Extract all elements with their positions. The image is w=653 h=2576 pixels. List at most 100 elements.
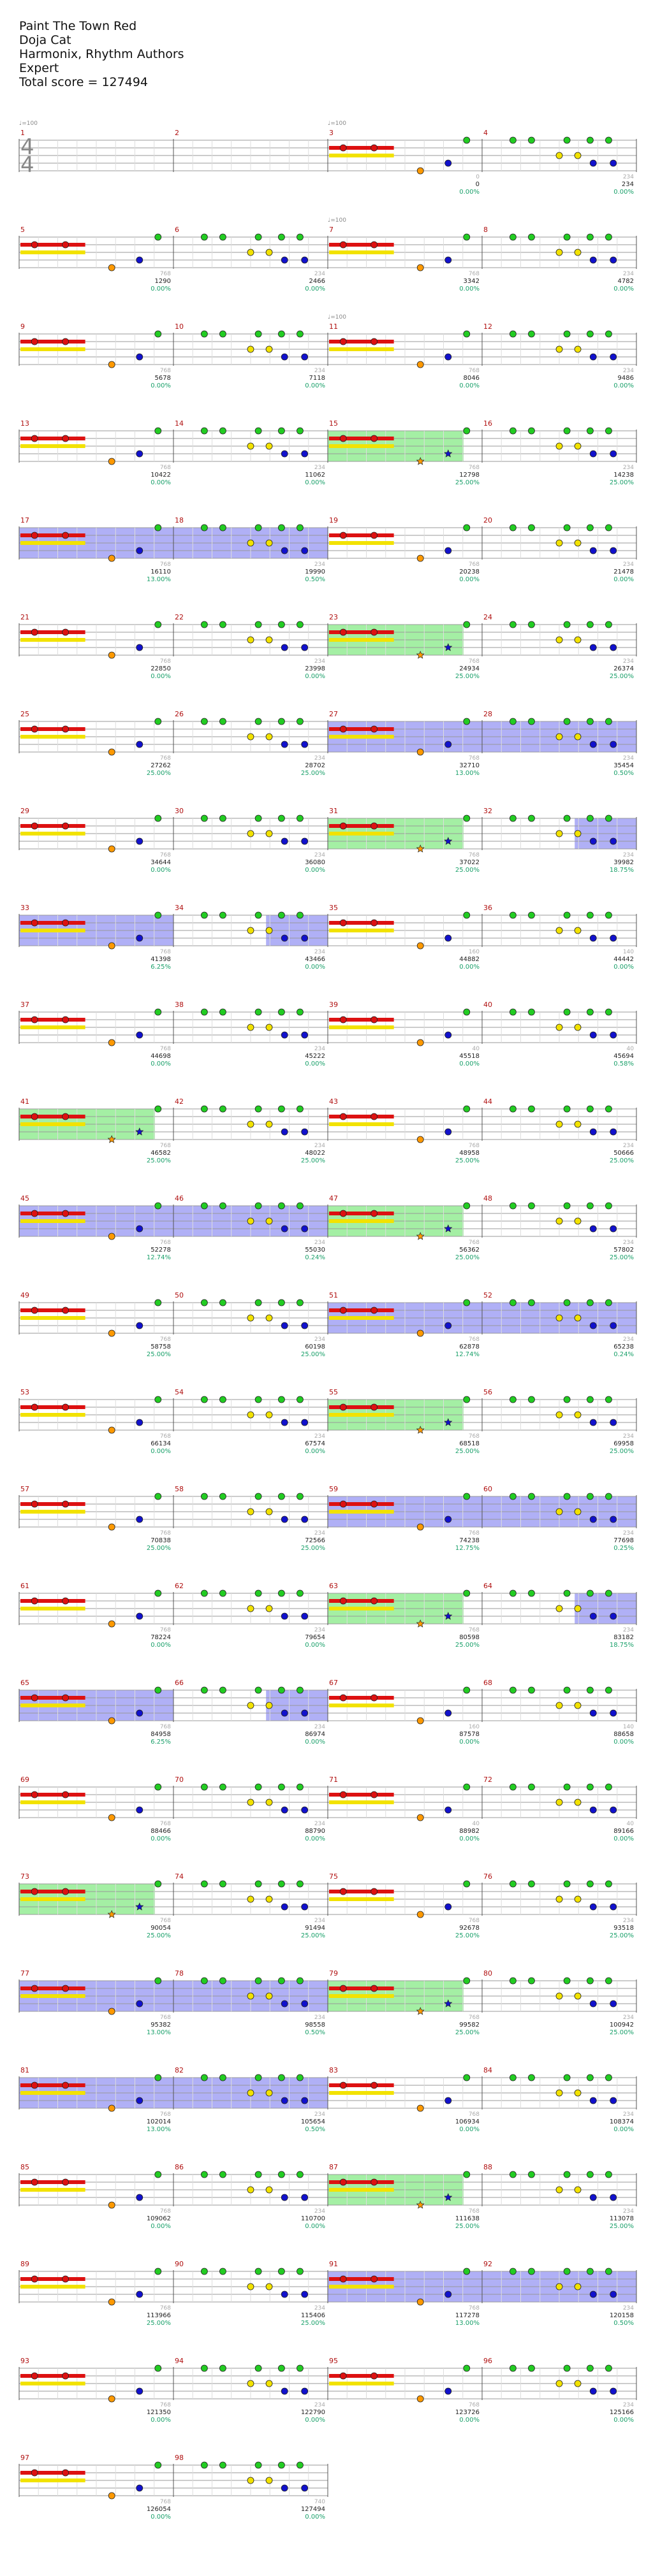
note-gem	[31, 1694, 38, 1702]
note-gem	[589, 1322, 597, 1329]
measure-tick: 768	[160, 1240, 171, 1246]
measure-tick: 768	[469, 465, 480, 471]
measure-tick: 234	[623, 561, 634, 568]
sustain-yellow	[20, 1025, 85, 1029]
note-gem	[463, 1396, 471, 1403]
measure-number: 37	[20, 1001, 29, 1009]
note-gem	[297, 718, 304, 725]
note-gem	[510, 524, 517, 532]
sustain-red	[329, 437, 394, 440]
measure-tick: 234	[314, 1724, 325, 1730]
measure-number: 23	[329, 613, 338, 621]
note-gem	[528, 427, 535, 435]
note-gem	[528, 2171, 535, 2178]
note-gem	[605, 136, 612, 144]
sustain-yellow	[329, 1316, 394, 1320]
note-gem	[610, 644, 617, 651]
note-gem	[31, 2275, 38, 2283]
sustain-red	[329, 630, 394, 634]
note-gem	[265, 1120, 273, 1128]
note-gem	[528, 2268, 535, 2275]
note-gem	[510, 1105, 517, 1113]
measure-tick: 234	[314, 2305, 325, 2312]
note-gem	[589, 1903, 597, 1911]
measure-tick: 234	[623, 1530, 634, 1537]
measure-tick: 234	[623, 658, 634, 665]
note-gem	[297, 1783, 304, 1791]
note-gem	[31, 1985, 38, 1992]
sustain-yellow	[329, 1994, 394, 1998]
note-gem	[463, 427, 471, 435]
measure-tick: 768	[160, 1433, 171, 1440]
note-gem	[108, 2104, 115, 2112]
note-gem	[62, 1016, 69, 1024]
note-gem	[610, 256, 617, 264]
note-gem	[587, 1783, 594, 1791]
note-gem	[277, 330, 285, 338]
measure-tick: 234	[314, 658, 325, 665]
note-gem	[301, 1612, 309, 1620]
note-gem	[510, 1202, 517, 1210]
note-gem	[510, 427, 517, 435]
note-gem	[574, 1411, 582, 1419]
measure-score: 44882	[459, 956, 480, 963]
measure-number: 30	[175, 807, 184, 815]
star-note	[416, 2201, 425, 2209]
note-gem	[154, 718, 162, 725]
note-gem	[281, 934, 288, 942]
note-gem	[574, 539, 582, 547]
note-gem	[563, 427, 571, 435]
measure-percent: 25.00%	[301, 1545, 325, 1552]
note-gem	[587, 718, 594, 725]
measure-number: 60	[483, 1485, 492, 1493]
measure-number: 56	[483, 1388, 492, 1396]
note-gem	[277, 1299, 285, 1306]
measure-score: 122790	[301, 2409, 325, 2416]
note-gem	[574, 2380, 582, 2387]
measure-score: 90054	[150, 1925, 171, 1932]
note-gem	[247, 1798, 254, 1806]
note-gem	[610, 1612, 617, 1620]
measure-tick: 768	[469, 2015, 480, 2021]
note-gem	[297, 1493, 304, 1500]
note-gem	[371, 1694, 378, 1702]
sustain-red	[329, 2083, 394, 2087]
note-gem	[154, 2461, 162, 2469]
note-gem	[605, 911, 612, 919]
measure-number: 11	[329, 322, 338, 331]
bpm-marker: ♩=100	[328, 217, 346, 224]
note-gem	[277, 2364, 285, 2372]
measure-percent: 0.00%	[305, 1642, 325, 1649]
measure-percent: 25.00%	[610, 2223, 634, 2230]
measure-number: 78	[175, 1969, 184, 1978]
measure-percent: 0.50%	[305, 2029, 325, 2036]
note-gem	[108, 2008, 115, 2015]
measure-percent: 0.00%	[613, 576, 634, 583]
note-gem	[563, 1202, 571, 1210]
note-gem	[281, 1903, 288, 1911]
note-gem	[154, 621, 162, 628]
measure-score: 102014	[147, 2118, 171, 2125]
note-gem	[339, 822, 347, 830]
note-gem	[371, 628, 378, 636]
note-gem	[610, 2387, 617, 2395]
measure-score: 56362	[459, 1247, 480, 1254]
measure-score: 79654	[305, 1634, 325, 1641]
measure-score: 126054	[147, 2506, 171, 2513]
note-gem	[463, 2074, 471, 2081]
note-gem	[247, 1314, 254, 1322]
measure-number: 75	[329, 1872, 338, 1881]
note-gem	[416, 1814, 424, 1821]
note-gem	[555, 1217, 563, 1225]
note-gem	[563, 1396, 571, 1403]
measure-tick: 768	[469, 1530, 480, 1537]
note-gem	[528, 1977, 535, 1985]
note-gem	[574, 1895, 582, 1903]
note-gem	[200, 911, 208, 919]
measure-percent: 0.00%	[613, 2126, 634, 2133]
note-gem	[297, 1202, 304, 1210]
note-gem	[62, 1791, 69, 1798]
note-gem	[297, 1686, 304, 1694]
note-gem	[297, 2461, 304, 2469]
sustain-yellow	[329, 1219, 394, 1223]
